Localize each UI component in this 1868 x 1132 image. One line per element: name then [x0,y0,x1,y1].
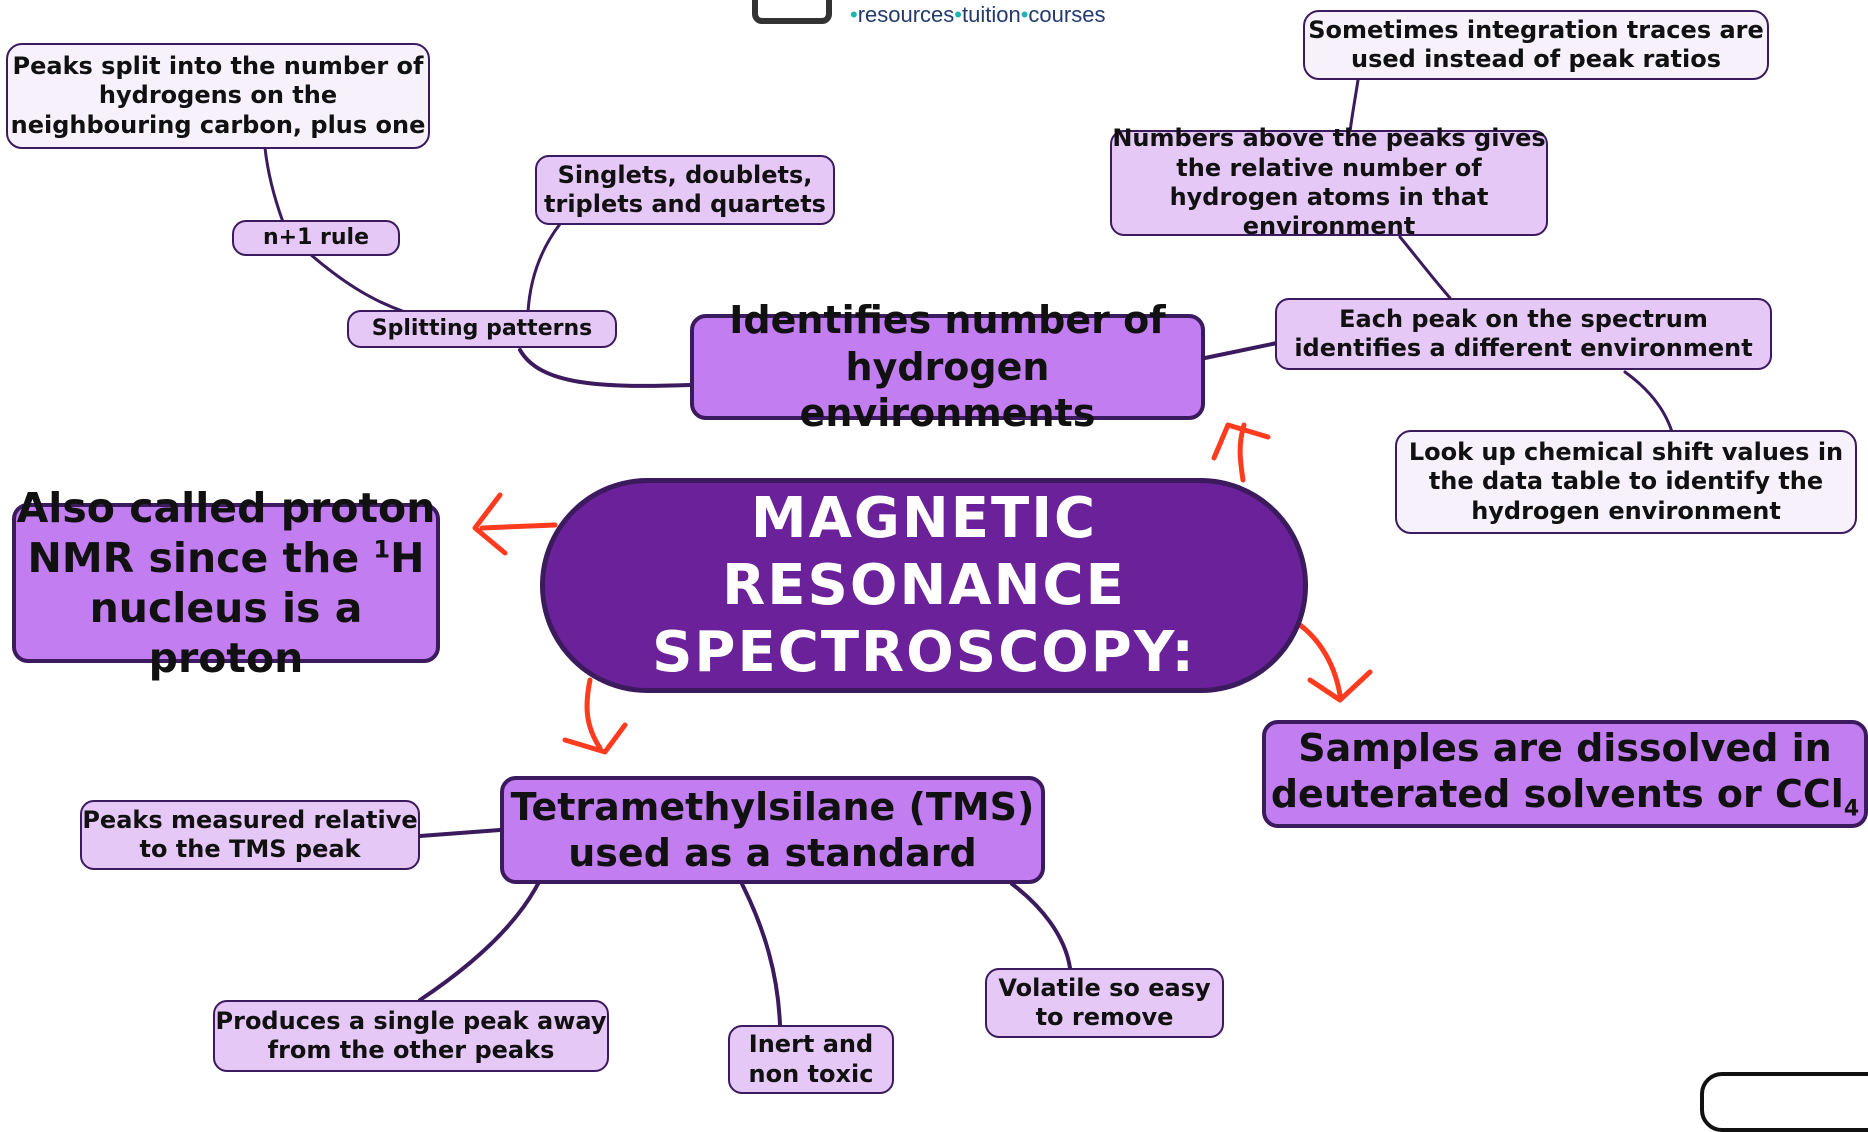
central-topic: 3.15 NUCLEAR MAGNETIC RESONANCE SPECTROS… [540,419,1308,752]
node-single-peak: Produces a single peak away from the oth… [213,1000,609,1072]
brand-logo: •resources•tuition•courses [752,0,1105,32]
node-volatile: Volatile so easy to remove [985,968,1224,1038]
arrow-to-tms [562,677,628,755]
connector-environments-each-peak [1203,341,1279,360]
connector-environments-splitting [518,348,692,388]
logo-tagline: •resources•tuition•courses [850,2,1106,27]
node-splitting-patterns: Splitting patterns [347,310,617,348]
connector-tms-single-peak [418,878,542,1002]
branch-deuterated-solvents: Samples are dissolved in deuterated solv… [1262,720,1868,828]
node-inert-non-toxic: Inert and non toxic [728,1025,894,1094]
connector-layer [263,78,1674,1027]
arrow-to-proton [472,492,558,556]
node-peaks-split: Peaks split into the number of hydrogens… [6,43,430,149]
connector-tms-inert [740,882,782,1027]
corner-decoration [1700,1072,1868,1132]
node-singlets-doublets: Singlets, doublets, triplets and quartet… [535,155,835,225]
connector-numbers-integration [1348,78,1360,134]
connector-splitting-singlets [526,222,562,314]
node-peaks-relative-tms: Peaks measured relative to the TMS peak [80,800,420,870]
central-title-superscript: 1 [800,688,826,727]
arrow-to-environments [1211,422,1271,483]
central-title-line2: RESONANCE SPECTROSCOPY: [652,552,1196,686]
central-title-line1: 3.15 NUCLEAR MAGNETIC [686,418,1162,551]
connector-splitting-nplus1 [308,252,407,314]
node-each-peak: Each peak on the spectrum identifies a d… [1275,298,1772,370]
connector-nplus1-peaks-split [263,146,285,224]
connector-each-peak-numbers [1398,235,1452,300]
branch-hydrogen-environments: Identifies number of hydrogen environmen… [690,298,1205,435]
connector-tms-relative [418,828,502,838]
logo-mark-icon [752,0,832,24]
node-numbers-above-peaks: Numbers above the peaks gives the relati… [1110,124,1548,240]
central-title-line3: H NMR [825,687,1048,753]
connector-each-peak-chemical-shift [1623,370,1674,434]
connector-tms-volatile [1010,882,1072,970]
branch-proton-nmr: Also called proton NMR since the 1H nucl… [12,484,440,682]
node-chemical-shift: Look up chemical shift values in the dat… [1395,430,1857,534]
node-integration-traces: Sometimes integration traces are used in… [1303,10,1769,80]
node-n-plus-one-rule: n+1 rule [232,220,400,256]
arrow-to-solvents [1297,622,1373,703]
branch-tms-standard: Tetramethylsilane (TMS) used as a standa… [500,776,1045,884]
